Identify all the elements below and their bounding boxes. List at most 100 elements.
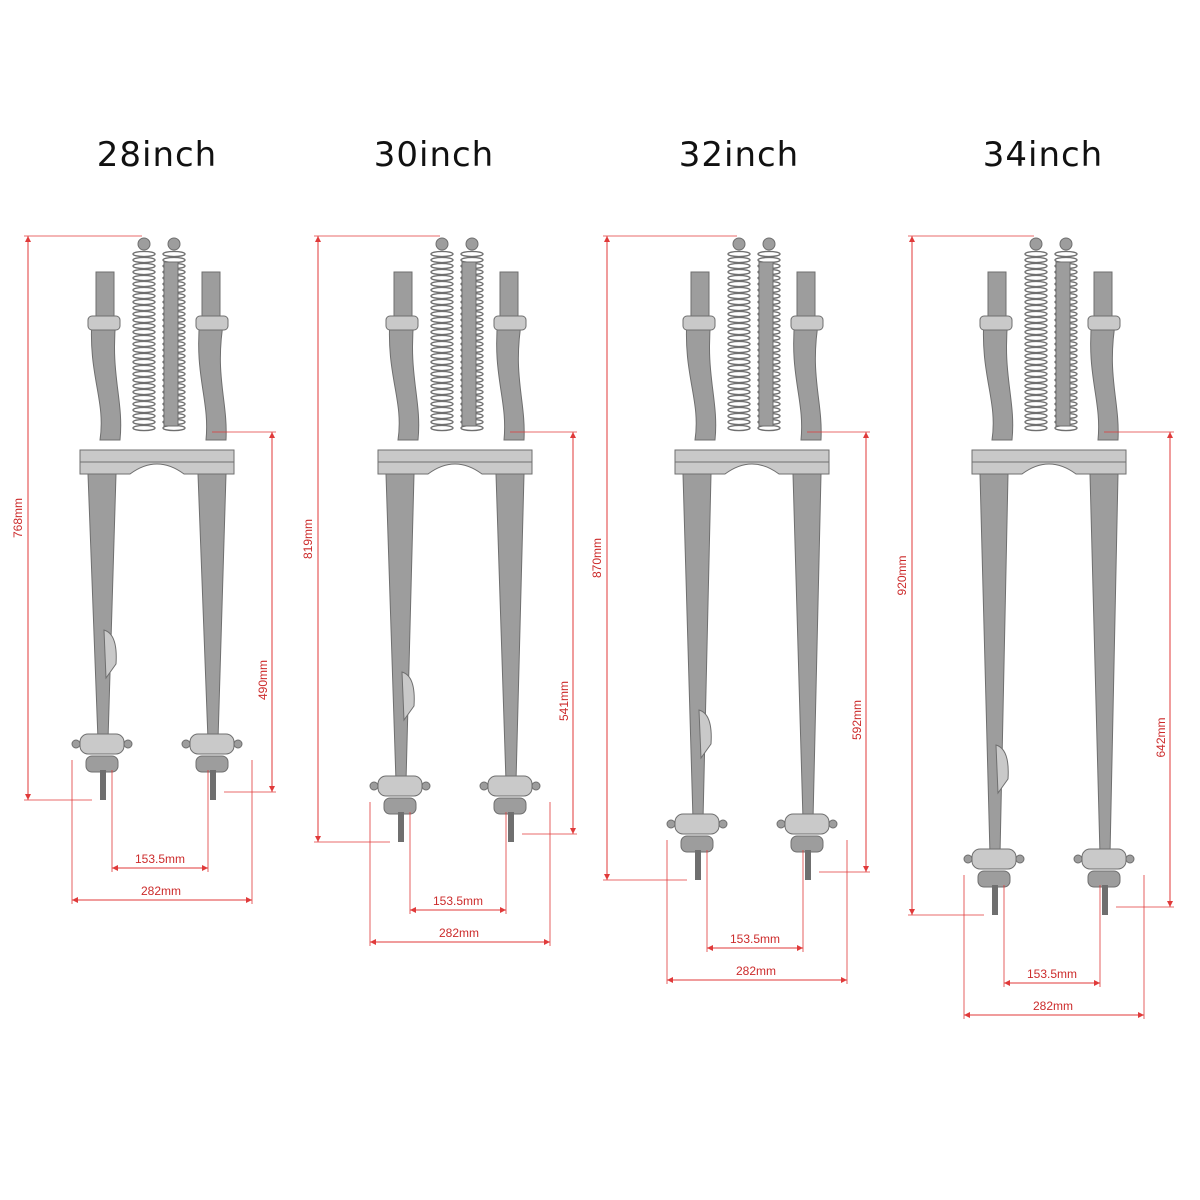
dim-inner-label: 153.5mm <box>433 894 483 908</box>
dim-arrow <box>315 236 321 242</box>
spring-cap <box>762 237 776 251</box>
right-lower-leg <box>197 473 227 741</box>
rocker-arm <box>698 709 712 760</box>
fork-title-30: 30inch <box>373 135 495 175</box>
dim-arrow <box>570 432 576 438</box>
dim-arrow <box>269 786 275 792</box>
spring-cap <box>435 237 449 251</box>
dim-outer-label: 282mm <box>736 964 776 978</box>
left-upper-clamp <box>87 315 121 331</box>
center-rod <box>461 261 477 427</box>
dim-arrow <box>909 236 915 242</box>
right-rear-leg <box>1090 317 1119 441</box>
left-rear-leg <box>982 317 1014 441</box>
center-rod <box>163 261 179 427</box>
spring-cap <box>1059 237 1073 251</box>
right-axle-assembly <box>776 813 838 880</box>
right-lower-leg <box>495 473 525 783</box>
left-axle-assembly <box>963 848 1025 915</box>
right-lower-leg <box>1089 473 1119 856</box>
left-axle-assembly <box>369 775 431 842</box>
dim-arrow <box>1004 980 1010 986</box>
dim-arrow <box>202 865 208 871</box>
left-rear-leg <box>90 317 122 441</box>
dim-outer-label: 282mm <box>439 926 479 940</box>
dim-arrow <box>863 866 869 872</box>
dim-arrow <box>1138 1012 1144 1018</box>
dim-overall-label: 768mm <box>11 498 25 538</box>
spring-cap <box>167 237 181 251</box>
dim-arrow <box>841 977 847 983</box>
spring-cap <box>1029 237 1043 251</box>
dim-lower-label: 490mm <box>256 660 270 700</box>
rocker-arm <box>103 629 117 680</box>
dim-arrow <box>25 236 31 242</box>
fork-3 <box>963 237 1135 915</box>
left-lower-leg <box>979 473 1009 856</box>
left-rear-leg <box>388 317 420 441</box>
fork-title-34: 34inch <box>982 135 1104 175</box>
center-rod <box>1055 261 1071 427</box>
spring-cap <box>732 237 746 251</box>
left-lower-leg <box>385 473 415 783</box>
rocker-arm <box>995 744 1009 795</box>
right-rear-leg <box>496 317 525 441</box>
right-lower-leg <box>792 473 822 821</box>
center-rod <box>758 261 774 427</box>
left-spring <box>132 250 156 432</box>
spring-cap <box>137 237 151 251</box>
right-upper-clamp <box>1087 315 1121 331</box>
left-lower-leg <box>682 473 712 821</box>
left-spring <box>727 250 751 432</box>
dim-arrow <box>1094 980 1100 986</box>
right-rear-leg <box>198 317 227 441</box>
right-axle-assembly <box>181 733 243 800</box>
dim-arrow <box>246 897 252 903</box>
left-upper-clamp <box>979 315 1013 331</box>
left-spring <box>430 250 454 432</box>
dim-arrow <box>1167 901 1173 907</box>
right-axle-assembly <box>1073 848 1135 915</box>
right-axle-assembly <box>479 775 541 842</box>
right-upper-clamp <box>790 315 824 331</box>
left-spring <box>1024 250 1048 432</box>
rocker-arm <box>401 671 415 722</box>
spring-cap <box>465 237 479 251</box>
fork-1 <box>369 237 541 842</box>
dim-inner-label: 153.5mm <box>1027 967 1077 981</box>
dim-arrow <box>544 939 550 945</box>
dim-arrow <box>500 907 506 913</box>
dim-arrow <box>112 865 118 871</box>
fork-title-32: 32inch <box>678 135 800 175</box>
dim-arrow <box>667 977 673 983</box>
dim-overall-label: 920mm <box>895 555 909 595</box>
dim-arrow <box>72 897 78 903</box>
dim-arrow <box>410 907 416 913</box>
dim-arrow <box>370 939 376 945</box>
dim-arrow <box>707 945 713 951</box>
right-upper-clamp <box>195 315 229 331</box>
dim-arrow <box>25 794 31 800</box>
dim-arrow <box>315 836 321 842</box>
left-axle-assembly <box>71 733 133 800</box>
dim-arrow <box>797 945 803 951</box>
dimensions-3: 920mm 642mm 153.5mm 282mm <box>895 235 1174 1019</box>
dim-arrow <box>604 236 610 242</box>
fork-0 <box>71 237 243 800</box>
right-rear-leg <box>793 317 822 441</box>
right-upper-clamp <box>493 315 527 331</box>
dim-arrow <box>909 909 915 915</box>
dim-outer-label: 282mm <box>1033 999 1073 1013</box>
dim-inner-label: 153.5mm <box>730 932 780 946</box>
dim-lower-label: 642mm <box>1154 717 1168 757</box>
left-lower-leg <box>87 473 117 741</box>
left-rear-leg <box>685 317 717 441</box>
left-upper-clamp <box>682 315 716 331</box>
fork-2 <box>666 237 838 880</box>
dim-inner-label: 153.5mm <box>135 852 185 866</box>
